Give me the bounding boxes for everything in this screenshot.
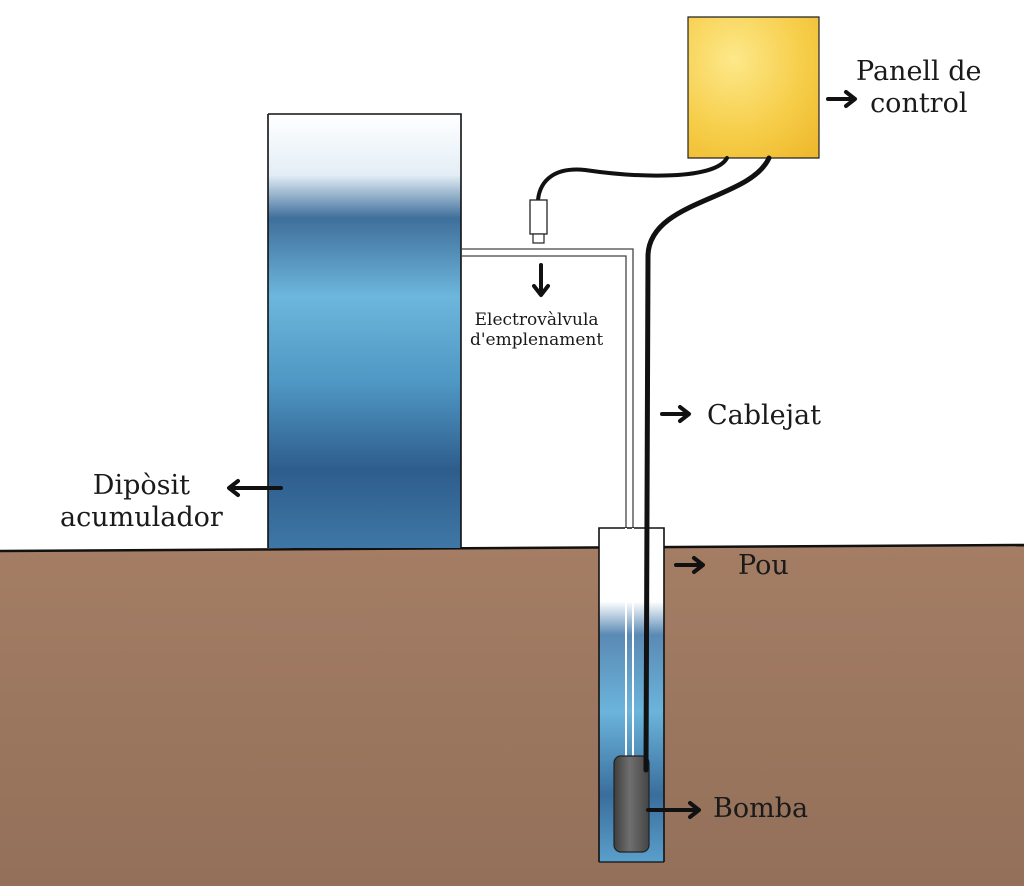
control-panel [687, 16, 820, 159]
storage-tank [267, 113, 462, 548]
label-well: Pou [738, 550, 789, 581]
ground-line [0, 543, 1024, 553]
arrow-down-icon [532, 263, 550, 297]
arrow-right-icon [674, 556, 705, 574]
cabling [536, 155, 772, 773]
ground [0, 545, 1024, 886]
label-storage-tank: Dipòsit acumulador [60, 470, 223, 534]
solenoid-valve [529, 199, 548, 244]
arrow-right-icon [826, 90, 857, 108]
arrow-right-icon [646, 801, 701, 819]
arrow-left-icon [227, 479, 283, 497]
label-solenoid-valve: Electrovàlvula d'emplenament [470, 310, 604, 351]
label-cabling: Cablejat [707, 400, 821, 431]
pump [613, 755, 650, 853]
label-control-panel: Panell de control [856, 56, 982, 120]
arrows [227, 90, 857, 819]
label-pump: Bomba [713, 793, 809, 824]
arrow-right-icon [660, 405, 691, 423]
